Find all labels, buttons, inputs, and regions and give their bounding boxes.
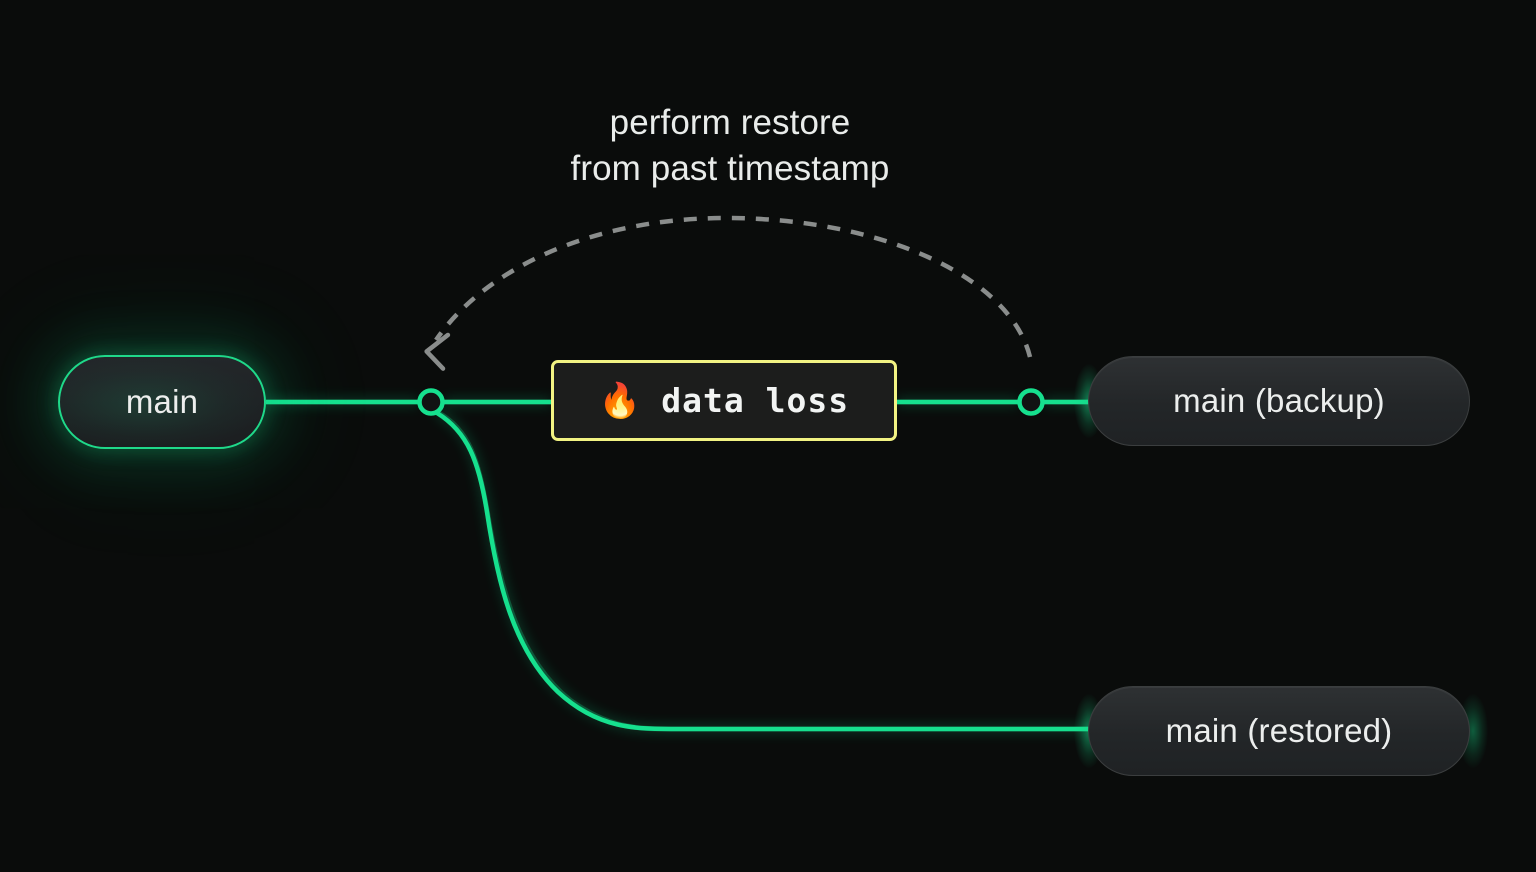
fire-emoji: 🔥 (598, 380, 642, 421)
node-main[interactable]: main (58, 355, 266, 449)
data-loss-label: data loss (661, 381, 850, 420)
restore-arrow-dashed-arc (434, 215, 1033, 358)
node-main-restored-label: main (restored) (1165, 712, 1393, 749)
commit-dot-backup-point[interactable] (1017, 388, 1045, 416)
restore-annotation-label: perform restore from past timestamp (570, 103, 890, 188)
node-main-backup-label: main (backup) (1173, 382, 1385, 419)
commit-dot-branch-point[interactable] (417, 388, 445, 416)
node-main-backup[interactable]: main (backup) (1088, 356, 1470, 446)
node-main-restored[interactable]: main (restored) (1088, 686, 1470, 776)
edge-glow-group (266, 399, 1088, 732)
restore-arrow-head-icon (424, 332, 451, 371)
node-main-label: main (125, 383, 199, 420)
data-loss-callout[interactable]: 🔥 data loss (551, 360, 897, 441)
edge-branch-point-to-restored-node (434, 410, 1093, 732)
